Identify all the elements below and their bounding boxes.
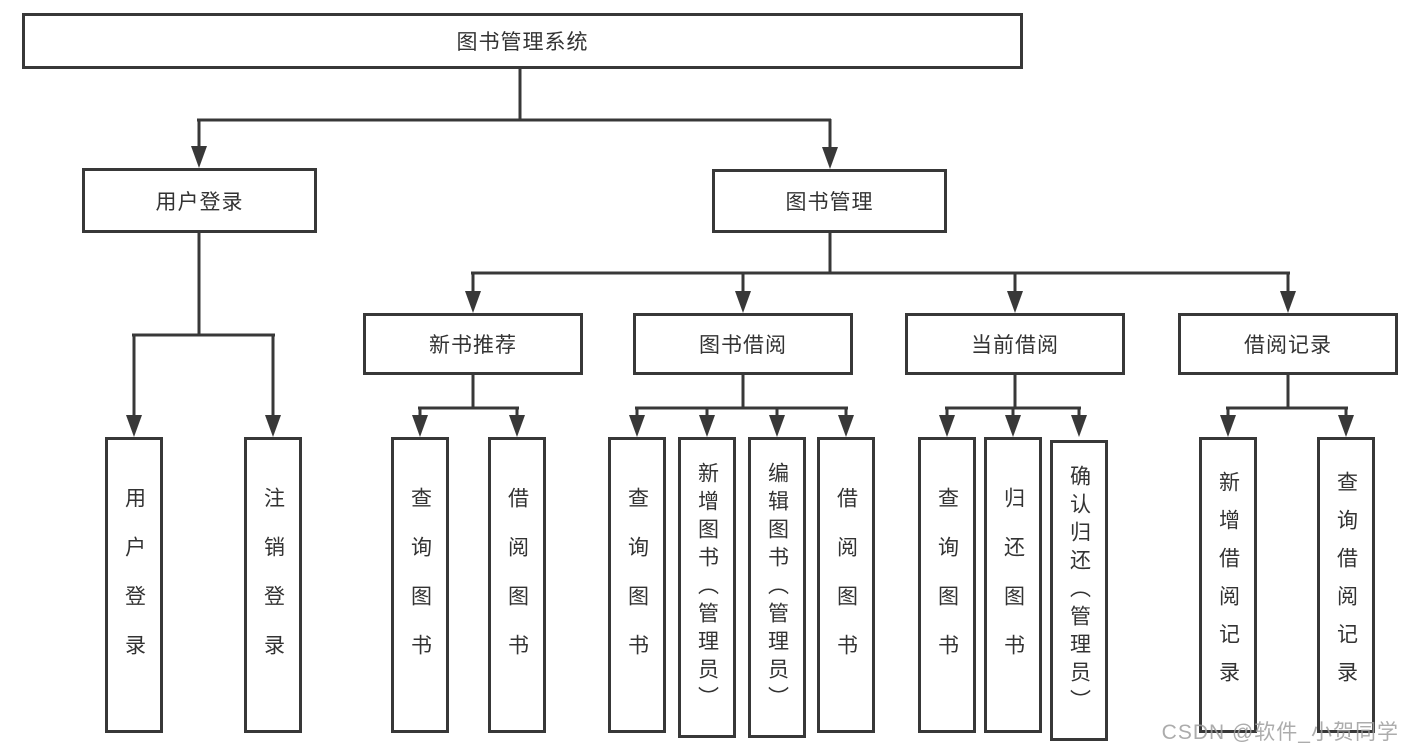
node-label: 图书管理 bbox=[785, 191, 874, 214]
leaf-label: 查询借阅记录 bbox=[1334, 471, 1358, 699]
leaf-label: 新增借阅记录 bbox=[1216, 471, 1240, 699]
leaf-label: 新增图书（管理员） bbox=[695, 461, 719, 714]
csdn-watermark: CSDN @软件_小贺同学 bbox=[1161, 721, 1399, 744]
node-borrowing-records: 借阅记录 bbox=[1178, 313, 1398, 375]
leaf-query-books-current: 查询图书 bbox=[918, 437, 976, 733]
leaf-label: 查询图书 bbox=[935, 487, 959, 683]
node-label: 图书借阅 bbox=[699, 334, 787, 357]
leaf-return-book: 归还图书 bbox=[984, 437, 1042, 733]
node-book-borrowing: 图书借阅 bbox=[633, 313, 853, 375]
leaf-query-books-borrowing: 查询图书 bbox=[608, 437, 666, 733]
leaf-label: 借阅图书 bbox=[834, 487, 858, 683]
leaf-label: 查询图书 bbox=[408, 487, 432, 683]
leaf-label: 查询图书 bbox=[625, 487, 649, 683]
leaf-label: 用户登录 bbox=[122, 487, 146, 683]
leaf-label: 编辑图书（管理员） bbox=[765, 461, 789, 714]
leaf-add-book-admin: 新增图书（管理员） bbox=[678, 437, 736, 738]
node-label: 借阅记录 bbox=[1244, 334, 1332, 357]
node-user-login: 用户登录 bbox=[82, 168, 317, 233]
node-current-borrowing: 当前借阅 bbox=[905, 313, 1125, 375]
leaf-edit-book-admin: 编辑图书（管理员） bbox=[748, 437, 806, 738]
leaf-borrow-books-borrowing: 借阅图书 bbox=[817, 437, 875, 733]
node-new-book-recommend: 新书推荐 bbox=[363, 313, 583, 375]
node-label: 图书管理系统 bbox=[456, 31, 589, 54]
leaf-borrow-books-recommend: 借阅图书 bbox=[488, 437, 546, 733]
leaf-label: 归还图书 bbox=[1001, 487, 1025, 683]
leaf-query-books-recommend: 查询图书 bbox=[391, 437, 449, 733]
node-label: 新书推荐 bbox=[429, 334, 517, 357]
leaf-query-borrow-record: 查询借阅记录 bbox=[1317, 437, 1375, 733]
node-book-management: 图书管理 bbox=[712, 169, 947, 233]
leaf-confirm-return-admin: 确认归还（管理员） bbox=[1050, 440, 1108, 741]
leaf-add-borrow-record: 新增借阅记录 bbox=[1199, 437, 1257, 733]
node-label: 用户登录 bbox=[155, 190, 244, 214]
node-library-system: 图书管理系统 bbox=[22, 13, 1023, 69]
leaf-label: 借阅图书 bbox=[505, 487, 529, 683]
leaf-user-login: 用户登录 bbox=[105, 437, 163, 733]
leaf-label: 确认归还（管理员） bbox=[1067, 464, 1091, 717]
node-label: 当前借阅 bbox=[971, 334, 1059, 357]
leaf-logout: 注销登录 bbox=[244, 437, 302, 733]
leaf-label: 注销登录 bbox=[261, 487, 285, 683]
